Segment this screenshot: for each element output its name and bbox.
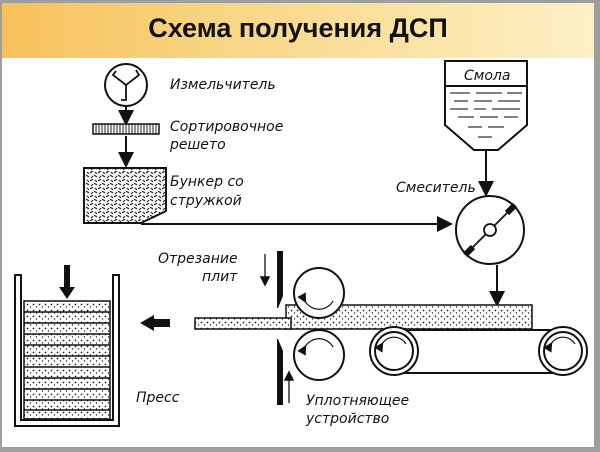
mixer-label: Смеситель (396, 180, 476, 196)
slide: Схема получения ДСП Измельчите (2, 3, 594, 447)
resin-tank (444, 60, 528, 151)
press-label: Пресс (136, 390, 180, 406)
slide-title: Схема получения ДСП (148, 13, 448, 43)
compacted-board (194, 317, 292, 330)
sorting-sieve (92, 123, 160, 135)
sieve-label-line1: Сортировочное (170, 119, 283, 135)
cutting-blades (259, 251, 295, 405)
mixer (455, 195, 525, 265)
compactor-label-line2: устройство (305, 411, 389, 427)
cutting-label-line1: Отрезание (158, 251, 238, 267)
bunker-label-line1: Бункер со (170, 174, 244, 190)
grinder (104, 63, 148, 107)
conveyor-belt (369, 326, 588, 376)
arrow-to-press (140, 315, 170, 331)
compactor-label-line1: Уплотняющее (306, 393, 409, 409)
resin-label: Смола (464, 68, 510, 84)
cutting-label-line2: плит (202, 269, 238, 285)
grinder-label: Измельчитель (170, 77, 276, 93)
chip-bunker (83, 167, 167, 224)
compaction-rollers (293, 267, 345, 381)
sieve-label-line2: решето (169, 137, 226, 153)
process-diagram: Измельчитель Сортировочное решето Бункер… (14, 60, 588, 427)
press (14, 265, 120, 427)
bunker-label-line2: стружкой (170, 193, 242, 209)
title-bar: Схема получения ДСП (2, 3, 594, 58)
